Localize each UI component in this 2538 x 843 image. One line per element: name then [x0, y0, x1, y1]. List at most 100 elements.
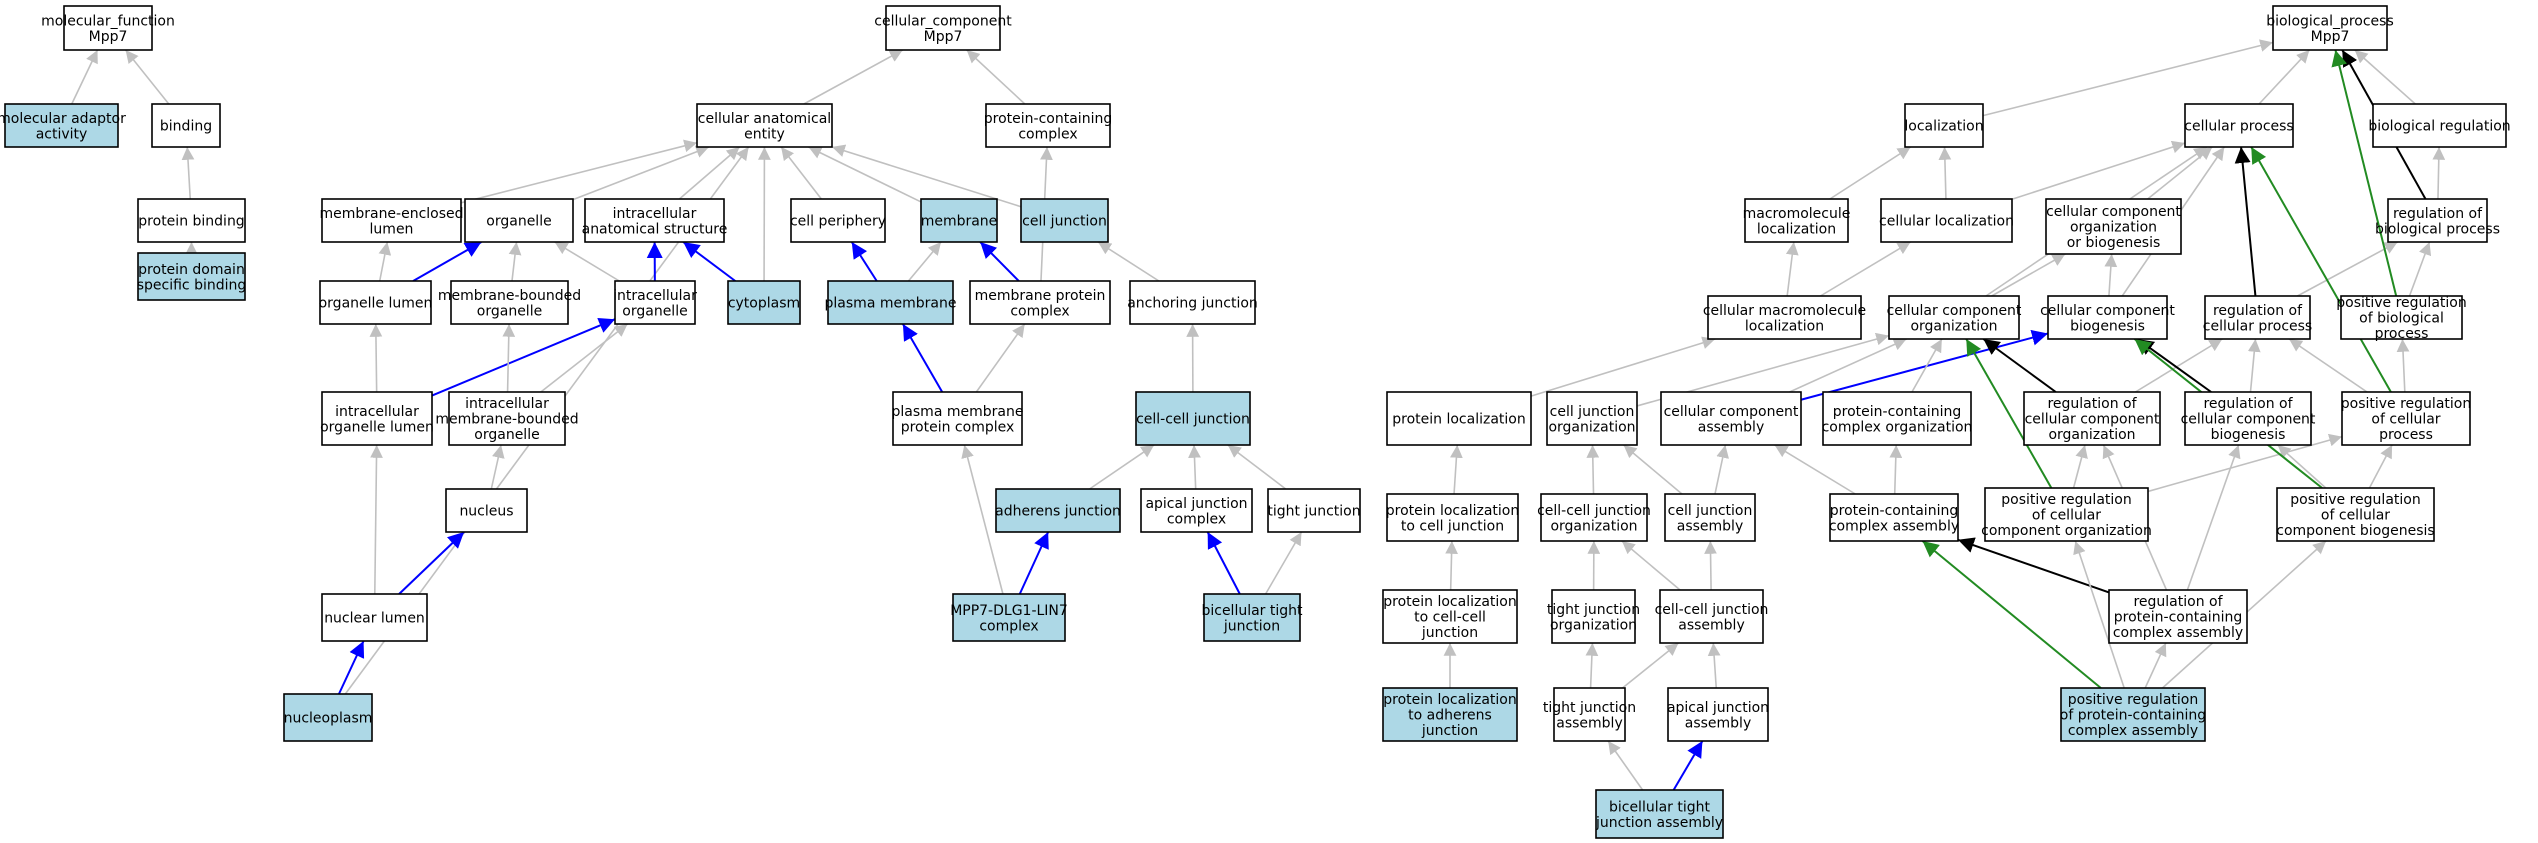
node-label: positive regulation [2001, 492, 2131, 508]
node-label: protein localization [1383, 692, 1516, 708]
node-label: junction [1223, 618, 1280, 634]
node-label: biological process [2375, 221, 2500, 237]
node-label: tight junction [1547, 602, 1640, 618]
node-label: process [2379, 427, 2433, 443]
node-box [1904, 103, 1984, 148]
edge-is-a [2368, 444, 2393, 489]
node-localization: localization [1904, 103, 1984, 148]
node-label: cellular process [2184, 119, 2293, 135]
node-label: molecular_function [41, 13, 175, 29]
node-box [1382, 687, 1518, 742]
node-label: localization [1757, 221, 1836, 237]
node-label: anchoring junction [1127, 296, 1258, 312]
node-label: organization [2048, 427, 2135, 443]
node-box [2060, 687, 2206, 742]
edge-is-a [508, 241, 522, 282]
node-box [985, 103, 1111, 148]
node-box [995, 488, 1121, 533]
node-binding: binding [151, 103, 221, 148]
node-label: junction [1421, 723, 1478, 739]
node-box [1664, 493, 1756, 542]
node-label: regulation of [2213, 303, 2303, 319]
node-cell-cell-junction: cell-cell junction [1135, 391, 1251, 446]
node-label: cell junction [1022, 214, 1107, 230]
edge-is-a [1445, 540, 1458, 591]
node-label: tight junction [1267, 504, 1360, 520]
node-box [1595, 789, 1724, 839]
node-label: component biogenesis [2276, 523, 2434, 539]
edge-part-of [338, 640, 365, 695]
node-label: membrane-bounded [435, 412, 578, 428]
edge-is-a [780, 146, 822, 200]
node-label: organelle [622, 303, 687, 319]
edge-is-a [540, 323, 629, 393]
edge-regulates [1957, 537, 2110, 594]
node-box [445, 488, 528, 533]
node-box [1659, 589, 1764, 644]
node-label: Mpp7 [2311, 29, 2350, 45]
node-label: bicellular tight [1609, 799, 1711, 815]
node-box [1551, 589, 1636, 644]
edge-regulates [2234, 146, 2257, 297]
node-label: protein-containing [984, 111, 1112, 127]
node-label: complex organization [1822, 419, 1973, 435]
edge-part-of [1800, 329, 2049, 401]
node-box [2276, 487, 2435, 542]
node-label: cellular component [1664, 404, 1799, 420]
edge-is-a [1097, 241, 1160, 282]
edge-is-a [1714, 444, 1729, 495]
node-label: entity [744, 126, 785, 142]
node-protein-binding: protein binding [137, 198, 246, 243]
node-label: specific binding [137, 277, 247, 293]
edge-is-a [1938, 146, 1952, 200]
node-label: to cell-cell [1414, 610, 1486, 626]
node-protein-localization: protein localization [1386, 391, 1532, 446]
node-label: macromolecule [1743, 206, 1851, 222]
node-label: positive regulation [2341, 396, 2471, 412]
edge-is-a [2144, 642, 2167, 689]
edge-is-a [1889, 444, 1903, 495]
node-box [1984, 487, 2149, 542]
node-organelle-lumen: organelle lumen [319, 280, 432, 325]
edge-is-a [1264, 531, 1303, 595]
edge-positively-regulates [2331, 49, 2398, 297]
node-nuclear-lumen: nuclear lumen [321, 593, 428, 642]
node-label: assembly [1685, 715, 1751, 731]
node-box [1540, 493, 1648, 542]
node-box [1203, 593, 1301, 642]
node-box [1707, 295, 1862, 340]
node-label: complex [1010, 303, 1069, 319]
node-label: of biological [2359, 311, 2444, 327]
node-label: junction assembly [1595, 815, 1723, 831]
node-box [2047, 295, 2168, 340]
node-label: regulation of [2133, 594, 2223, 610]
node-label: to adherens [1408, 708, 1492, 724]
edge-is-a [502, 323, 516, 393]
node-label: organization [1550, 617, 1637, 633]
node-box [137, 252, 246, 301]
node-box [1822, 391, 1972, 446]
node-label: nucleus [459, 504, 513, 520]
node-label: protein-containing [1833, 404, 1961, 420]
edge-is-a [1530, 336, 1716, 397]
edge-is-a [2072, 444, 2088, 489]
node-nucleoplasm: nucleoplasm [283, 693, 373, 742]
node-nucleus: nucleus [445, 488, 528, 533]
node-label: apical junction [1145, 496, 1247, 512]
edge-is-a [975, 323, 1026, 393]
edge-positively-regulates [1965, 338, 2053, 489]
